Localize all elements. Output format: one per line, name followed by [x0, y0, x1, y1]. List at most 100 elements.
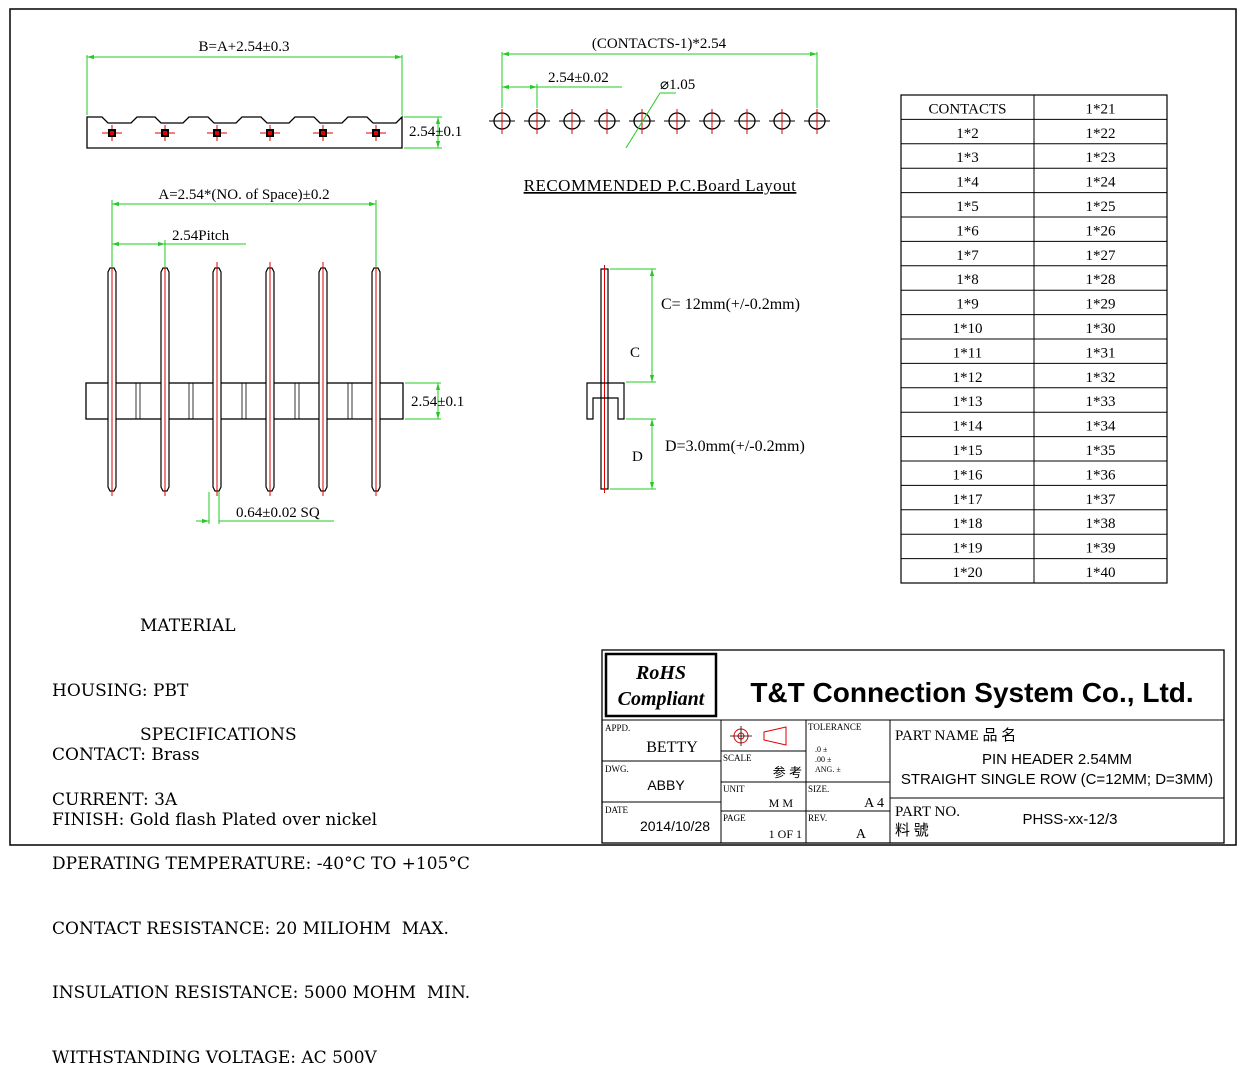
drawing-sheet: B=A+2.54±0.3 2.54±0.1 (CONTACTS-1)*2.54 …: [9, 8, 1237, 846]
table-cell: 1*39: [1086, 541, 1116, 557]
date-label: DATE: [605, 805, 628, 815]
table-cell: 1*35: [1086, 443, 1116, 459]
top-pin-core: [321, 131, 325, 135]
table-cell: 1*15: [953, 443, 983, 459]
dim-d-label: D=3.0mm(+/-0.2mm): [665, 438, 805, 455]
specification-line: CONTACT RESISTANCE: 20 MILIOHM MAX.: [52, 918, 449, 939]
table-cell: 1*24: [1086, 175, 1117, 191]
top-pins: [102, 125, 386, 141]
specification-line: INSULATION RESISTANCE: 5000 MOHM MIN.: [52, 983, 471, 1003]
projection-cone: [763, 726, 787, 746]
table-cell: 1*20: [953, 565, 983, 581]
top-housing-outline: [86, 115, 403, 149]
material-title: MATERIAL: [140, 616, 236, 636]
table-cell: 1*25: [1086, 199, 1116, 215]
table-cell: 1*6: [956, 223, 979, 239]
specification-line: DPERATING TEMPERATURE: -40°C TO +105°C: [52, 854, 470, 874]
unit-value: M M: [769, 796, 794, 810]
side-view: C D C= 12mm(+/-0.2mm) D=3.0mm(+/-0.2mm): [586, 265, 805, 493]
dim-pin-square-label: 0.64±0.02 SQ: [236, 505, 320, 521]
tolerance-line3: ANG. ±: [815, 765, 841, 774]
title-block-frame: [601, 649, 1225, 844]
specification-line: CURRENT: 3A: [52, 789, 178, 810]
dim-hole-label: ⌀1.05: [660, 77, 695, 93]
table-cell: 1*30: [1086, 321, 1116, 337]
table-cell: 1*23: [1086, 150, 1116, 166]
table-cell: 1*17: [953, 492, 984, 508]
rohs-line1: RoHS: [635, 662, 686, 684]
tolerance-label: TOLERANCE: [808, 722, 862, 732]
front-view: A=2.54*(NO. of Space)±0.2 2.54Pitch 2.54…: [85, 187, 464, 524]
table-cell: 1*28: [1086, 272, 1116, 288]
front-pins: [107, 262, 381, 496]
company-name: T&T Connection System Co., Ltd.: [750, 677, 1193, 708]
part-name-line1: PIN HEADER 2.54MM: [982, 751, 1132, 768]
dim-front-height-label: 2.54±0.1: [411, 394, 464, 410]
table-cell: 1*11: [953, 345, 982, 361]
page-label: PAGE: [723, 813, 746, 823]
page-value: 1 OF 1: [769, 827, 802, 841]
dim-c-letter: C: [630, 345, 640, 361]
dim-d-letter: D: [632, 449, 643, 465]
top-view: B=A+2.54±0.3 2.54±0.1: [86, 39, 462, 149]
scale-label: SCALE: [723, 753, 752, 763]
dim-leader-hole: [625, 92, 661, 149]
size-value: A 4: [864, 796, 884, 811]
pcb-holes: [489, 109, 830, 134]
part-no-value: PHSS-xx-12/3: [1022, 811, 1117, 828]
sheet-border: [9, 8, 1237, 846]
table-cell: 1*32: [1086, 370, 1116, 386]
top-pin-core: [268, 131, 272, 135]
table-cell: 1*16: [953, 467, 984, 483]
table-cell: 1*38: [1086, 516, 1116, 532]
top-pin-core: [110, 131, 114, 135]
pcb-caption: RECOMMENDED P.C.Board Layout: [524, 176, 797, 195]
table-cell: 1*13: [953, 394, 983, 410]
part-name-line2: STRAIGHT SINGLE ROW (C=12MM; D=3MM): [901, 771, 1213, 788]
dim-front-pitch-label: 2.54Pitch: [172, 228, 230, 244]
size-label: SIZE.: [808, 784, 829, 794]
table-cell: 1*40: [1086, 565, 1116, 581]
dim-front-width-label: A=2.54*(NO. of Space)±0.2: [158, 187, 329, 203]
part-name-label: PART NAME 品 名: [895, 727, 1016, 744]
rohs-line2: Compliant: [618, 688, 706, 710]
date-value: 2014/10/28: [640, 818, 710, 834]
table-cell: 1*34: [1086, 419, 1117, 435]
table-cell: 1*14: [953, 419, 984, 435]
rohs-box: [604, 652, 718, 718]
part-no-cn-label: 料 號: [895, 822, 929, 839]
top-pin-core: [374, 131, 378, 135]
appd-label: APPD.: [605, 723, 630, 733]
table-cell: 1*37: [1086, 492, 1117, 508]
table-cell: 1*29: [1086, 297, 1116, 313]
table-cell: 1*27: [1086, 248, 1117, 264]
table-cell: 1*5: [956, 199, 979, 215]
specification-line: WITHSTANDING VOLTAGE: AC 500V: [52, 1047, 377, 1068]
material-line: HOUSING: PBT: [52, 680, 189, 701]
table-cell: 1*9: [956, 297, 979, 313]
part-no-label: PART NO.: [895, 804, 960, 820]
dim-top-height-label: 2.54±0.1: [409, 124, 462, 140]
material-line: FINISH: Gold flash Plated over nickel: [52, 809, 378, 830]
table-cell: 1*8: [956, 272, 979, 288]
material-line: CONTACT: Brass: [52, 745, 200, 765]
tolerance-line1: .0 ±: [815, 745, 828, 754]
table-cell: 1*31: [1086, 345, 1116, 361]
specifications-title: SPECIFICATIONS: [140, 725, 297, 745]
table-cell: 1*3: [956, 150, 979, 166]
table-cell: 1*18: [953, 516, 983, 532]
dwg-value: ABBY: [647, 777, 685, 793]
dim-pcb-span-label: (CONTACTS-1)*2.54: [592, 36, 727, 52]
table-cell: 1*33: [1086, 394, 1116, 410]
dwg-label: DWG.: [605, 764, 629, 774]
dim-total-width-label: B=A+2.54±0.3: [199, 39, 290, 55]
dim-pcb-pitch-label: 2.54±0.02: [548, 70, 609, 86]
unit-label: UNIT: [723, 784, 745, 794]
specifications-block: SPECIFICATIONS CURRENT: 3A DPERATING TEM…: [52, 682, 470, 1091]
table-cell: 1*7: [956, 248, 979, 264]
rev-label: REV.: [808, 813, 827, 823]
side-housing: [586, 382, 625, 420]
top-pin-core: [215, 131, 219, 135]
tolerance-line2: .00 ±: [815, 755, 832, 764]
